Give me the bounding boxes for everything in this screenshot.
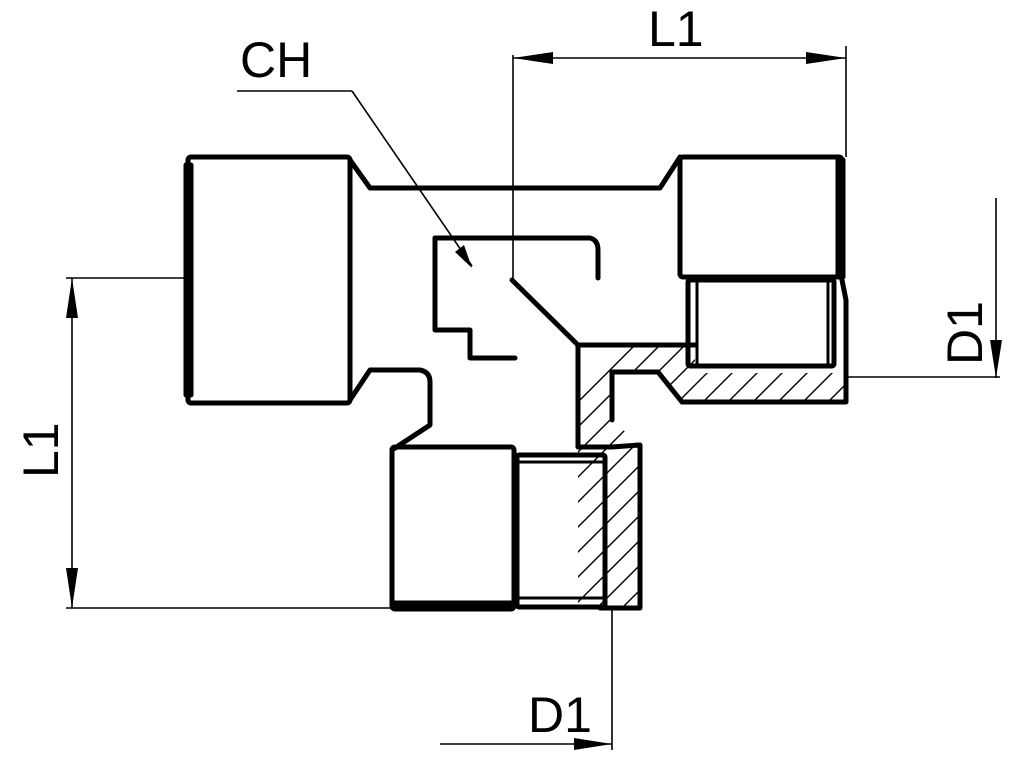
dimension-d1-bottom xyxy=(440,608,613,750)
internal-bore xyxy=(432,235,698,361)
bottom-threaded-port xyxy=(514,342,643,611)
label-d1-right: D1 xyxy=(937,301,993,365)
dimension-l1-left xyxy=(66,277,392,609)
label-ch: CH xyxy=(240,32,312,88)
right-threaded-port xyxy=(679,277,849,405)
dimension-d1-right xyxy=(846,198,1002,378)
tee-body xyxy=(347,154,685,453)
ch-leader xyxy=(237,90,473,268)
left-nut xyxy=(183,154,353,406)
bottom-nut xyxy=(389,444,517,612)
right-nut xyxy=(677,154,846,280)
label-l1-left: L1 xyxy=(13,422,69,478)
label-d1-bottom: D1 xyxy=(528,687,592,743)
label-l1-top: L1 xyxy=(648,1,704,57)
dimension-l1-top xyxy=(512,46,847,282)
